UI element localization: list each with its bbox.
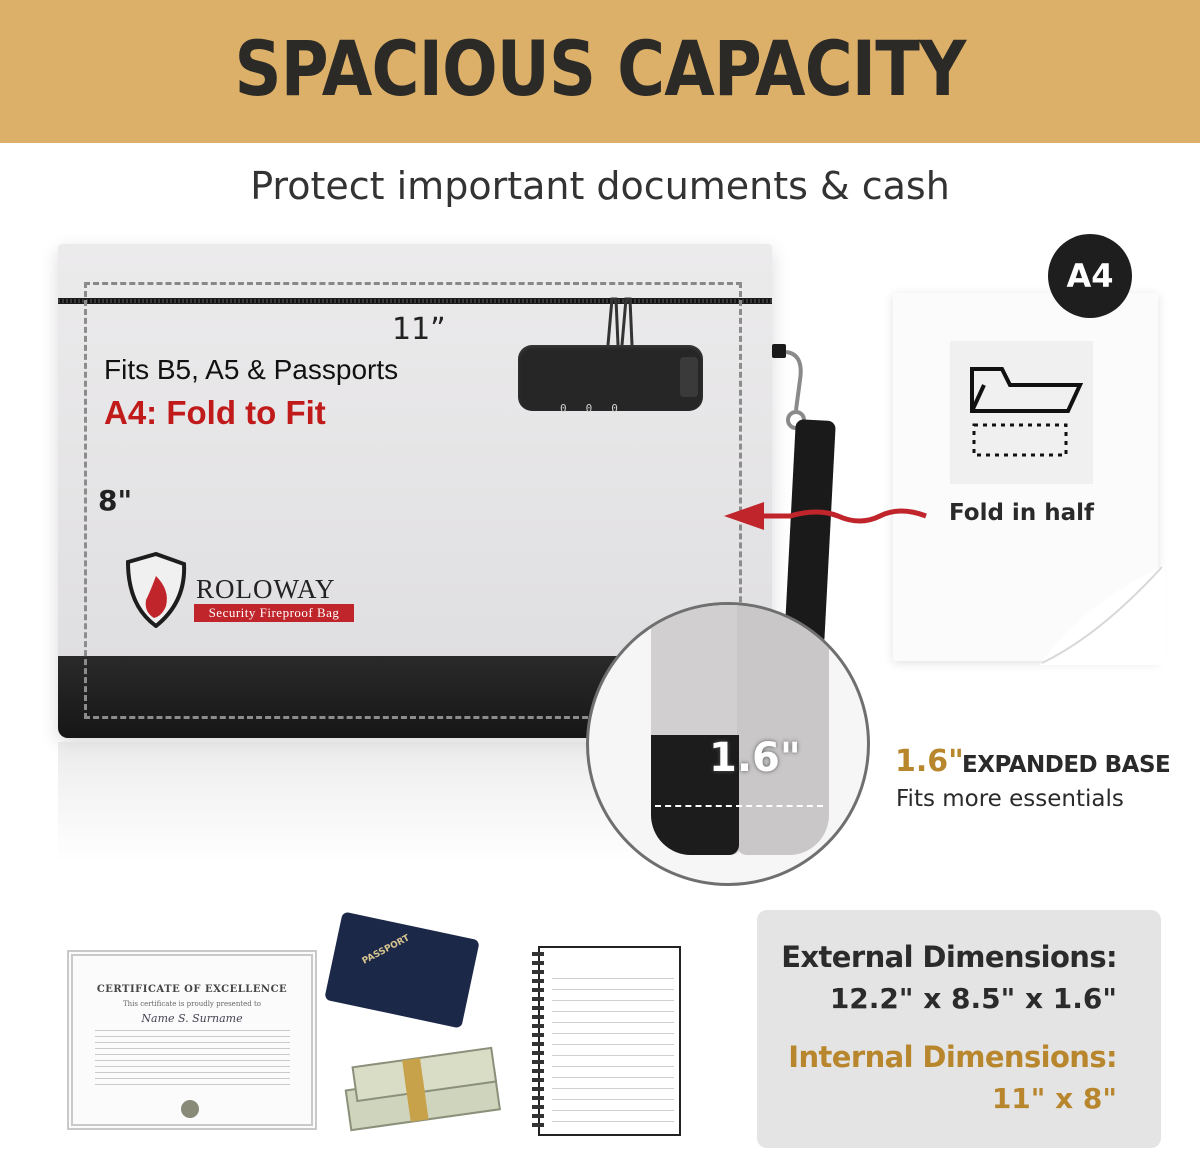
height-label: 8" xyxy=(98,484,133,517)
base-zoom-circle: 1.6" xyxy=(586,602,870,886)
notebook-rings xyxy=(532,952,544,1132)
external-dimensions-value: 12.2" x 8.5" x 1.6" xyxy=(829,982,1117,1015)
internal-dimensions-value: 11" x 8" xyxy=(991,1082,1117,1115)
dimensions-card xyxy=(757,910,1161,1148)
certificate-image: CERTIFICATE OF EXCELLENCE This certifica… xyxy=(67,950,317,1130)
combination-lock xyxy=(518,345,703,411)
fits-text: Fits B5, A5 & Passports xyxy=(104,354,399,385)
external-dimensions-label: External Dimensions: xyxy=(781,940,1117,974)
bag-zipper-teeth xyxy=(58,299,772,303)
fabric-right xyxy=(737,605,829,855)
notebook-lines xyxy=(552,968,674,1128)
width-label: 11” xyxy=(392,312,446,347)
shield-icon xyxy=(125,552,187,628)
internal-dimensions-label: Internal Dimensions: xyxy=(788,1040,1117,1074)
fold-icon-box xyxy=(950,341,1093,484)
depth-dashline xyxy=(655,805,823,807)
strap-clip-icon xyxy=(772,344,806,430)
cash-stack-icon xyxy=(344,1046,501,1132)
expanded-base-number: 1.6" xyxy=(895,744,964,779)
expanded-base-label: EXPANDED BASE xyxy=(962,752,1171,778)
passport-image xyxy=(324,911,480,1029)
paper-curl xyxy=(1040,565,1165,665)
page-subtitle: Protect important documents & cash xyxy=(250,164,950,208)
a4-size-badge: A4 xyxy=(1048,234,1132,318)
lock-digits: 000 xyxy=(560,402,637,415)
header-banner xyxy=(0,0,1200,143)
certificate-text-lines xyxy=(95,1030,290,1090)
fold-in-half-label: Fold in half xyxy=(949,500,1094,526)
brand-tagline: Security Fireproof Bag xyxy=(194,604,354,622)
depth-label: 1.6" xyxy=(709,735,801,781)
lock-button xyxy=(680,357,698,397)
fabric-black-base xyxy=(651,735,739,855)
folder-fold-icon xyxy=(970,367,1084,457)
brand-name: ROLOWAY xyxy=(196,574,336,604)
internal-dimension-outline xyxy=(84,282,742,719)
arrow-left-icon xyxy=(724,502,927,530)
certificate-name: Name S. Surname xyxy=(141,1012,243,1025)
fits-more-text: Fits more essentials xyxy=(896,786,1124,812)
page-title: SPACIOUS CAPACITY xyxy=(234,24,967,113)
certificate-title: CERTIFICATE OF EXCELLENCE xyxy=(96,984,288,995)
certificate-subtitle: This certificate is proudly presented to xyxy=(122,1000,262,1008)
fold-to-fit-text: A4: Fold to Fit xyxy=(104,394,326,431)
certificate-seal-icon xyxy=(181,1100,199,1118)
